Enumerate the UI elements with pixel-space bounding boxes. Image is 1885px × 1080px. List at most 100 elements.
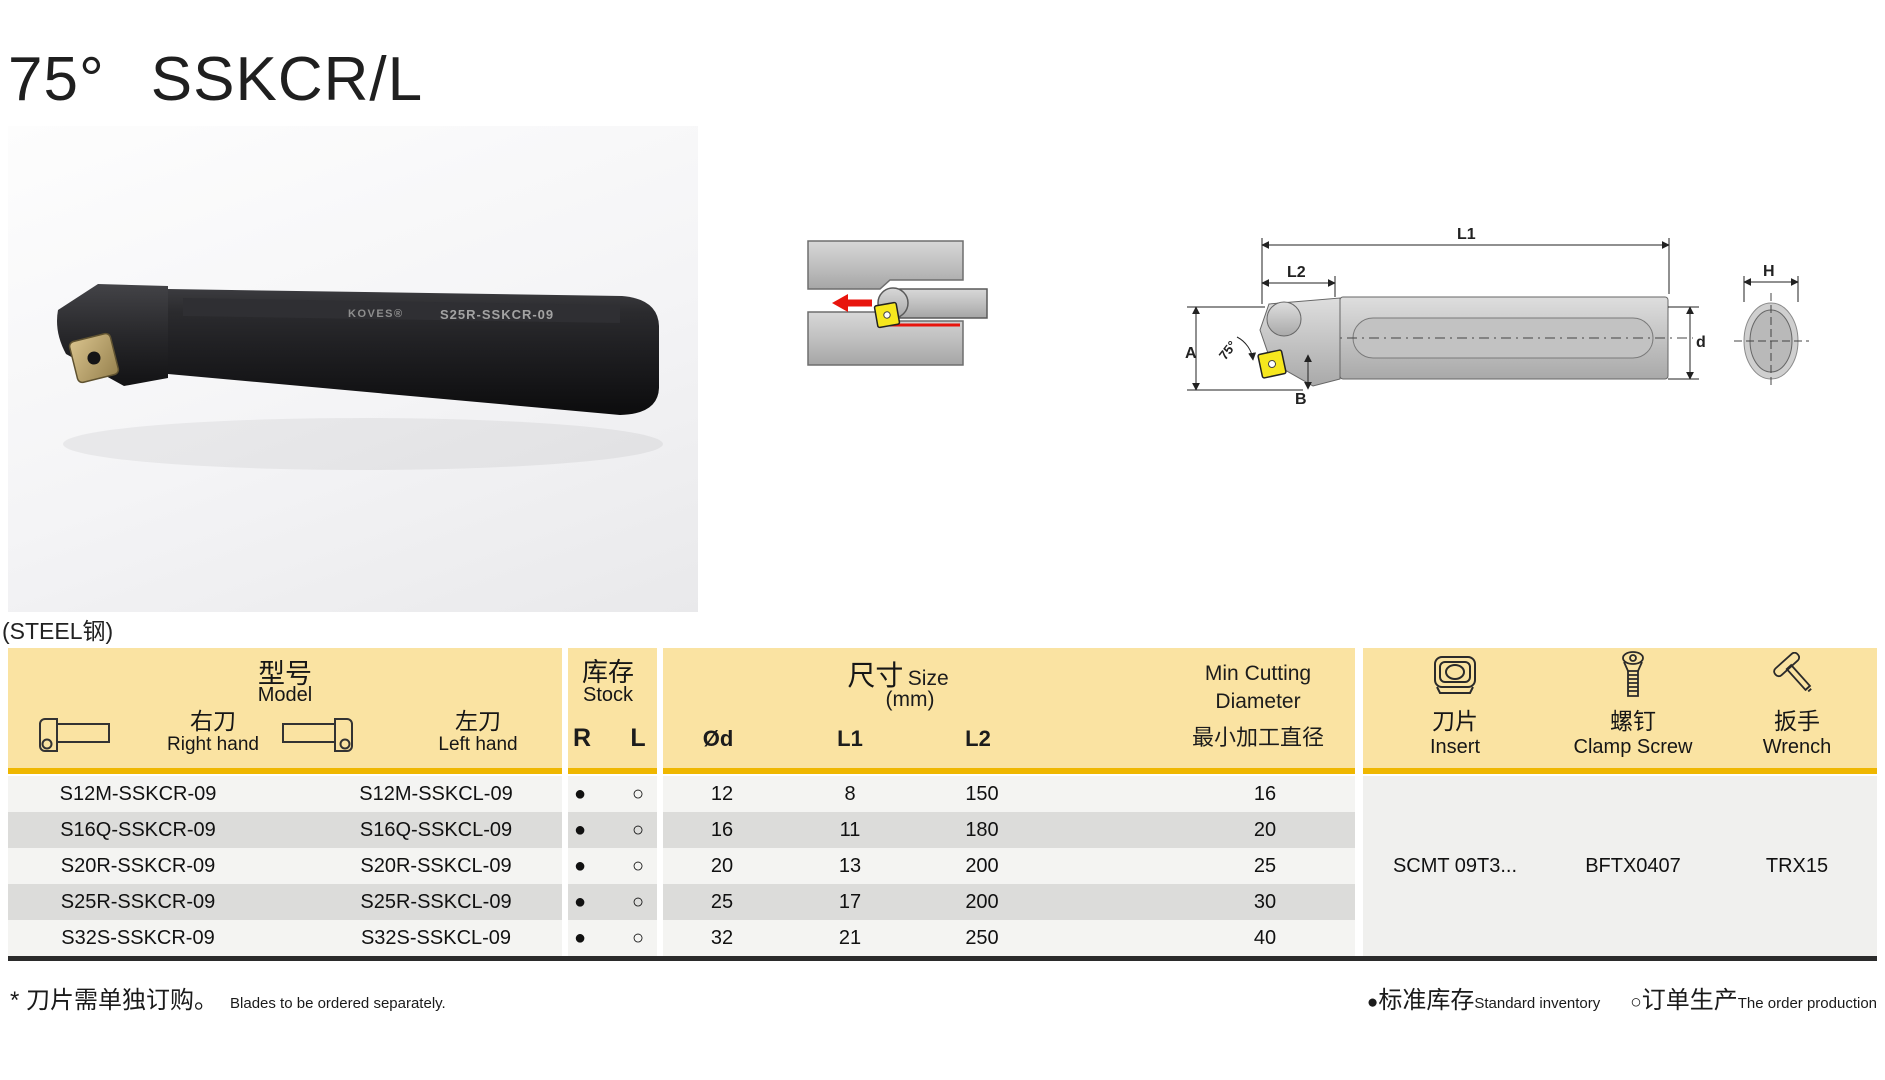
min-cutting-value: 20: [1253, 819, 1277, 841]
table-row: [8, 812, 1355, 848]
min-cutting-value: 40: [1253, 927, 1277, 949]
stock-open-icon: ○: [631, 819, 645, 841]
model-right: S32S-SSKCR-09: [61, 927, 215, 949]
model-right: S25R-SSKCR-09: [60, 891, 216, 913]
column-separator: [1355, 648, 1363, 956]
col-wrench-en: Wrench: [1762, 736, 1832, 758]
tool-top-chamfer: [183, 298, 620, 323]
model-left: S25R-SSKCL-09: [360, 891, 512, 913]
col-left-cn: 左刀: [455, 708, 501, 734]
feed-direction-arrow: [832, 294, 872, 312]
dim-label-h: H: [1763, 263, 1775, 280]
dimension-lines: [1187, 238, 1799, 391]
model-right: S12M-SSKCR-09: [59, 783, 217, 805]
col-min-cutting-cn: 最小加工直径: [1191, 725, 1325, 750]
dim-label-b: B: [1295, 391, 1307, 408]
dim-label-l2: L2: [1287, 264, 1306, 281]
left-hand-icon: [278, 714, 356, 761]
l2-value: 200: [965, 855, 999, 877]
min-cutting-value: 30: [1253, 891, 1277, 913]
title-code: SSKCR/L: [150, 45, 424, 114]
l1-value: 13: [838, 855, 862, 877]
model-left: S20R-SSKCL-09: [360, 855, 512, 877]
dim-label-angle: 75°: [1216, 338, 1240, 363]
tool-insert: [68, 332, 120, 384]
dia-value: 16: [710, 819, 734, 841]
shared-screw-value: BFTX0407: [1585, 855, 1681, 877]
l2-value: 200: [965, 891, 999, 913]
stock-filled-icon: ●: [573, 891, 587, 913]
col-model-cn: 型号: [258, 659, 312, 689]
col-right-en: Right hand: [167, 734, 259, 755]
l2-value: 180: [965, 819, 999, 841]
column-separator: [657, 648, 663, 956]
col-size-unit: (mm): [885, 688, 935, 711]
column-separator: [562, 648, 568, 956]
stock-filled-icon: ●: [573, 855, 587, 877]
stock-filled-icon: ●: [573, 819, 587, 841]
stock-open-icon: ○: [631, 891, 645, 913]
legend-standard-cn: 标准库存: [1378, 987, 1475, 1014]
col-right-cn: 右刀: [190, 708, 236, 734]
footnote: * 刀片需单独订购。 Blades to be ordered separate…: [10, 980, 446, 1015]
table-row: [8, 848, 1355, 884]
col-stock-en: Stock: [582, 684, 634, 706]
shared-insert-value: SCMT 09T3...: [1392, 855, 1518, 877]
col-min-cutting-2: Diameter: [1215, 690, 1301, 713]
model-left: S32S-SSKCL-09: [360, 927, 512, 949]
model-left: S16Q-SSKCL-09: [359, 819, 513, 841]
header-underline: [568, 768, 657, 774]
stock-open-icon: ○: [631, 783, 645, 805]
dia-value: 32: [710, 927, 734, 949]
legend-standard-en: Standard inventory: [1474, 995, 1601, 1012]
dia-value: 25: [710, 891, 734, 913]
footnote-cn: * 刀片需单独订购。: [10, 987, 219, 1014]
col-screw-en: Clamp Screw: [1573, 736, 1693, 758]
col-dia: Ød: [702, 726, 734, 751]
table-row: [8, 920, 1355, 956]
clamp-lobe: [1266, 301, 1302, 337]
col-left-en: Left hand: [438, 734, 518, 755]
dim-label-a: A: [1185, 345, 1197, 362]
end-view: [1734, 293, 1809, 389]
tool-shadow: [63, 418, 663, 470]
cutting-diagram-svg: [807, 240, 988, 366]
footnote-en: Blades to be ordered separately.: [230, 995, 446, 1012]
min-cutting-value: 25: [1253, 855, 1277, 877]
filled-dot-icon: ●: [1366, 992, 1379, 1013]
brand-marking: KOVES®: [348, 308, 404, 320]
model-marking: S25R-SSKCR-09: [440, 307, 554, 322]
l1-value: 11: [839, 819, 861, 841]
header-underline: [663, 768, 1355, 774]
col-size-en: Size: [907, 667, 949, 690]
insert-icon: [1430, 652, 1480, 703]
stock-open-icon: ○: [631, 927, 645, 949]
stock-filled-icon: ●: [573, 783, 587, 805]
header-underline: [8, 768, 562, 774]
col-wrench-cn: 扳手: [1774, 708, 1820, 734]
shared-cells-area: [1363, 776, 1877, 956]
l2-value: 150: [965, 783, 999, 805]
col-size: 尺寸 Size: [847, 654, 948, 694]
workpiece-upper: [807, 240, 964, 290]
cutting-diagram: [800, 226, 1192, 388]
header-underline: [1363, 768, 1877, 774]
page-title: 75°SSKCR/L: [8, 44, 423, 115]
legend-order-en: The order production: [1737, 995, 1877, 1012]
table-bottom-border: [8, 956, 1877, 961]
l1-value: 8: [844, 783, 856, 805]
insert-side-view: [1257, 349, 1287, 379]
material-label: (STEEL钢): [2, 618, 114, 644]
insert-tip: [873, 301, 901, 329]
model-right: S20R-SSKCR-09: [60, 855, 216, 877]
open-dot-icon: ○: [1630, 992, 1642, 1013]
l1-value: 17: [838, 891, 862, 913]
col-model-en: Model: [257, 684, 313, 706]
col-insert-en: Insert: [1429, 736, 1481, 758]
spec-table: 型号 Model 右刀 Right hand 左刀 Left hand 库存 S…: [8, 648, 1877, 961]
right-hand-icon: [36, 714, 114, 761]
